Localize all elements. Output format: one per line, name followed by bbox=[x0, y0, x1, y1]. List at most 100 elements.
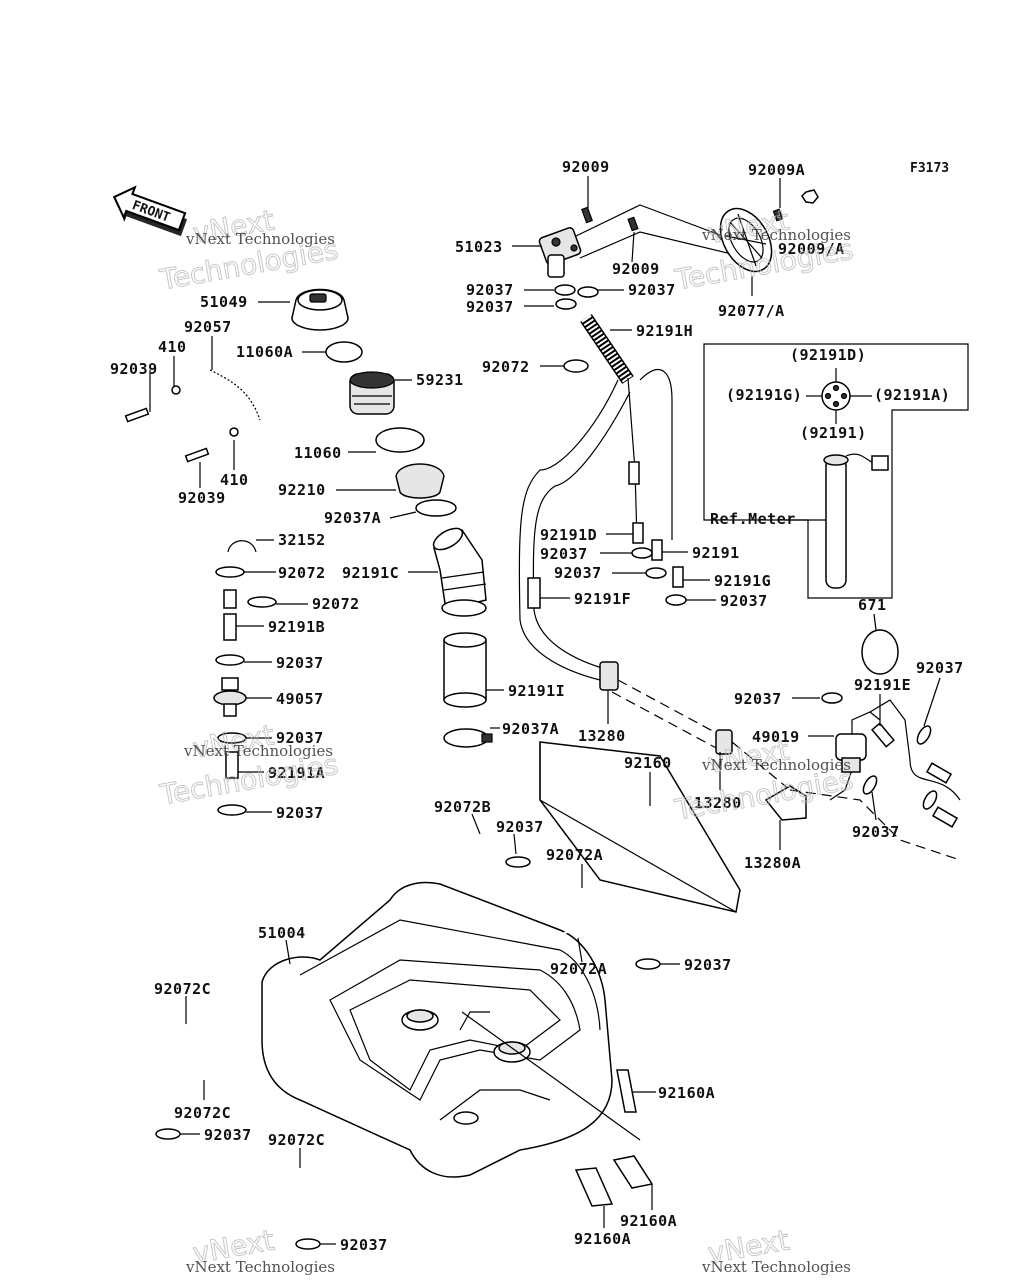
strap-92072c-a bbox=[108, 1024, 191, 1131]
tube-right bbox=[925, 762, 953, 784]
label-671: 671 bbox=[858, 596, 887, 614]
label-13280: 13280 bbox=[578, 727, 626, 745]
label-92191g: 92191G bbox=[714, 572, 771, 590]
strap-92072c-b bbox=[148, 1070, 265, 1125]
label-410-a: 410 bbox=[158, 338, 187, 356]
tube-92191b bbox=[223, 613, 237, 641]
tether-92057 bbox=[209, 369, 261, 421]
label-92039-b: 92039 bbox=[178, 489, 226, 507]
label-11060a: 11060A bbox=[236, 343, 293, 361]
strap-92072b bbox=[435, 827, 498, 871]
label-92009-mid: 92009 bbox=[612, 260, 660, 278]
label-92037-e: 92037 bbox=[276, 729, 324, 747]
tube-92191f bbox=[527, 577, 541, 609]
label-92037-f: 92037 bbox=[276, 804, 324, 822]
clamp-92037-l bbox=[862, 775, 878, 795]
filler-neck-59231 bbox=[349, 371, 395, 415]
watermark-small-f: vNext Technologies bbox=[701, 1258, 851, 1276]
label-92009-over: 92009/A bbox=[778, 240, 845, 258]
label-92037-g: 92037 bbox=[540, 545, 588, 563]
meter-label-92191: (92191) bbox=[800, 424, 867, 442]
clamp-92037a-b bbox=[443, 728, 493, 748]
clip-13280a bbox=[764, 785, 807, 821]
label-59231: 59231 bbox=[416, 371, 464, 389]
clamp-92072-a bbox=[215, 566, 245, 578]
label-92191i: 92191I bbox=[508, 682, 565, 700]
label-92072a-top: 92072A bbox=[546, 846, 603, 864]
tube-a bbox=[628, 461, 640, 485]
label-92160a-b: 92160A bbox=[620, 1212, 677, 1230]
label-92037-p: 92037 bbox=[340, 1236, 388, 1254]
clamp-92037-h bbox=[665, 594, 687, 606]
label-410-b: 410 bbox=[220, 471, 249, 489]
label-92037-k: 92037 bbox=[734, 690, 782, 708]
clamp-92072-b bbox=[247, 596, 277, 608]
label-92037-n: 92037 bbox=[684, 956, 732, 974]
clamp-92037-c bbox=[555, 298, 577, 310]
meter-label-92191a: (92191A) bbox=[874, 386, 950, 404]
rivet-92039-b bbox=[184, 447, 210, 463]
o-ring-671 bbox=[861, 629, 899, 675]
label-92037a-a: 92037A bbox=[324, 509, 381, 527]
figure-code: F3173 bbox=[910, 161, 949, 176]
label-92057: 92057 bbox=[184, 318, 232, 336]
front-arrow-icon: FRONT bbox=[112, 185, 188, 237]
label-92009a: 92009A bbox=[748, 161, 805, 179]
damper-plate-92077 bbox=[719, 207, 773, 273]
washer-410-a bbox=[171, 385, 181, 395]
clamp-92037-p bbox=[295, 1238, 321, 1250]
clamp-92037-g bbox=[645, 567, 667, 579]
strap-92072a bbox=[528, 886, 638, 967]
label-92160a-a: 92160A bbox=[658, 1084, 715, 1102]
label-92191: 92191 bbox=[692, 544, 740, 562]
fuel-pickup-49019 bbox=[835, 711, 881, 773]
watermark-small-b: vNext Technologies bbox=[701, 226, 851, 244]
tube-92191e bbox=[871, 722, 895, 748]
label-92077a: 92077/A bbox=[718, 302, 785, 320]
label-51004: 51004 bbox=[258, 924, 306, 942]
pad-92160a-a bbox=[616, 1069, 637, 1113]
label-92037-b: 92037 bbox=[628, 281, 676, 299]
label-92072-c: 92072 bbox=[312, 595, 360, 613]
label-13280a: 13280A bbox=[744, 854, 801, 872]
watermark-small-e: vNext Technologies bbox=[185, 1258, 335, 1276]
hose-92191 bbox=[639, 369, 673, 540]
label-92191b: 92191B bbox=[268, 618, 325, 636]
hose-92191e bbox=[869, 699, 961, 801]
leader-lines bbox=[149, 176, 941, 1245]
label-92072-a: 92072 bbox=[482, 358, 530, 376]
gasket-11060a bbox=[325, 341, 363, 363]
tube-92191d bbox=[632, 522, 644, 544]
label-92191a-left: 92191A bbox=[268, 764, 325, 782]
clamp-92037-n bbox=[635, 958, 661, 970]
label-92037a-b: 92037A bbox=[502, 720, 559, 738]
label-92039-a: 92039 bbox=[110, 360, 158, 378]
label-92009-top: 92009 bbox=[562, 158, 610, 176]
clamp-92037-o bbox=[155, 1128, 181, 1140]
label-92037-a: 92037 bbox=[466, 281, 514, 299]
hose-32152 bbox=[227, 540, 257, 553]
label-92037-m: 92037 bbox=[496, 818, 544, 836]
label-92191e: 92191E bbox=[854, 676, 911, 694]
hose-92191i bbox=[443, 632, 487, 708]
pad-92160a-b bbox=[574, 1167, 614, 1207]
label-49019: 49019 bbox=[752, 728, 800, 746]
clamp-92072-c bbox=[563, 359, 589, 373]
clamp-92037-f-left bbox=[217, 804, 247, 816]
part-labels: 92009 92009A 51023 92009 92009/A 92037 9… bbox=[110, 158, 963, 1254]
label-92191c: 92191C bbox=[342, 564, 399, 582]
label-51049: 51049 bbox=[200, 293, 248, 311]
label-92210: 92210 bbox=[278, 481, 326, 499]
watermark-small-c: vNext Technologies bbox=[183, 742, 333, 760]
tube-right-2 bbox=[931, 806, 959, 828]
ref-meter-box bbox=[703, 343, 969, 599]
nut-92210 bbox=[395, 463, 445, 499]
clamp-92037-f bbox=[631, 547, 653, 559]
label-92191d: 92191D bbox=[540, 526, 597, 544]
corrugated-hose-92191h bbox=[580, 314, 634, 384]
meter-label-92191g: (92191G) bbox=[726, 386, 802, 404]
label-92072c-c: 92072C bbox=[268, 1131, 325, 1149]
label-32152: 32152 bbox=[278, 531, 326, 549]
clamp-92037a bbox=[415, 499, 457, 517]
